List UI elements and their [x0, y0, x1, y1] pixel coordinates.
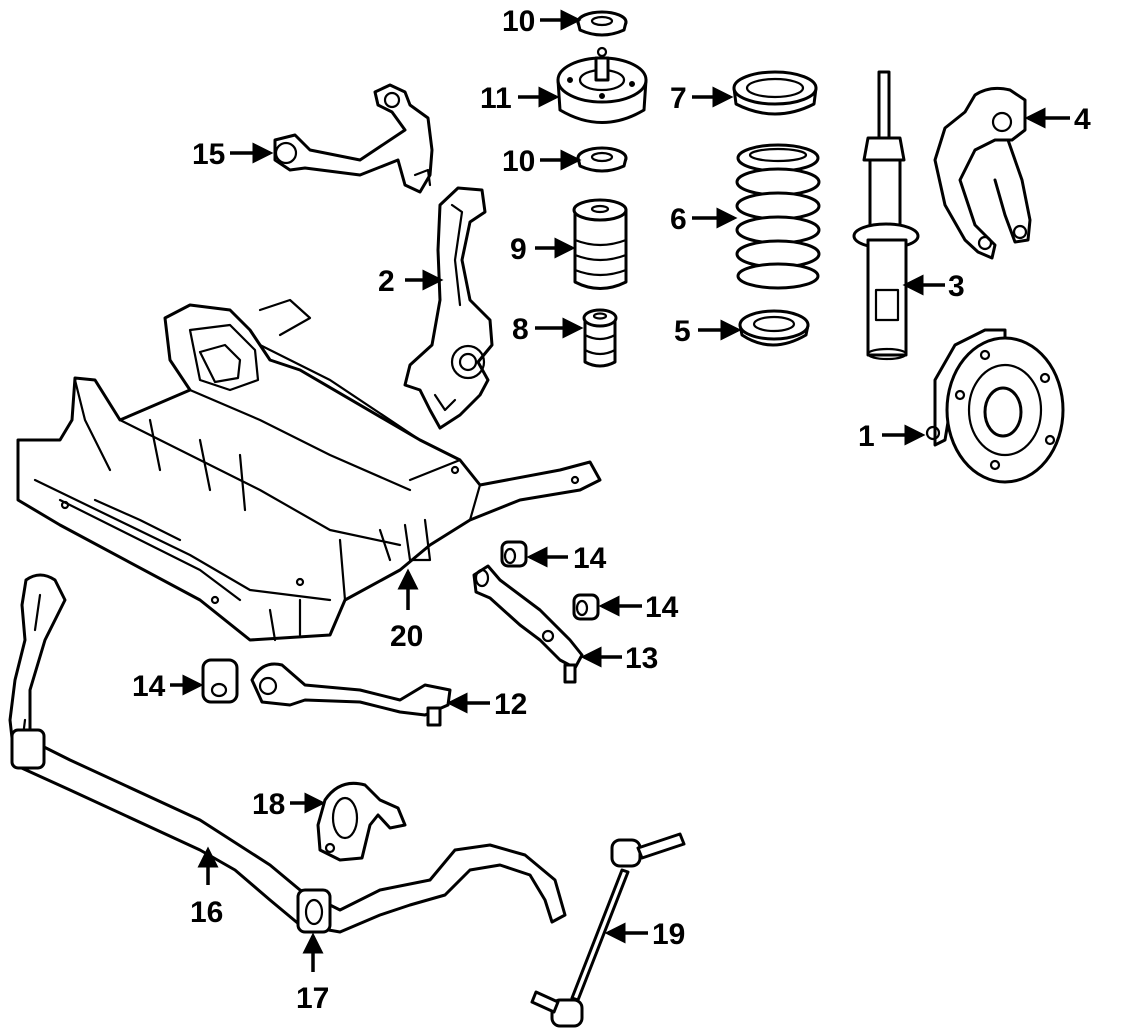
callout-6: 6 [670, 203, 687, 236]
callout-14-upper: 14 [573, 542, 607, 575]
callout-17: 17 [296, 982, 329, 1015]
callout-3: 3 [948, 270, 965, 303]
strut-mount-upper-bushing [576, 10, 628, 37]
callout-11: 11 [480, 82, 512, 115]
upper-control-arm [273, 83, 434, 194]
callout-20: 20 [390, 620, 423, 653]
callout-5: 5 [674, 315, 691, 348]
callout-10-lower: 10 [502, 145, 535, 178]
strut-mount [556, 46, 648, 124]
bushing-upper [500, 540, 528, 568]
callout-7: 7 [670, 82, 687, 115]
callout-1: 1 [858, 420, 875, 453]
bushing-left [201, 658, 239, 704]
callout-labels: 10 11 10 9 8 7 6 5 3 4 1 2 15 14 14 14 1… [132, 5, 1091, 1015]
bump-stop [582, 308, 618, 368]
stabilizer-clamp [316, 781, 407, 862]
callout-19: 19 [652, 918, 685, 951]
callout-12: 12 [494, 688, 527, 721]
lower-spring-seat [738, 309, 810, 347]
callout-9: 9 [510, 233, 527, 266]
strut-mount-lower-bushing [576, 146, 628, 173]
leader-lines [170, 9, 1070, 972]
callout-2: 2 [378, 265, 395, 298]
callout-8: 8 [512, 313, 529, 346]
bushing-middle [572, 593, 600, 621]
lower-control-arm-front [472, 564, 584, 684]
wheel-hub-bearing [925, 328, 1065, 484]
stabilizer-bar [8, 573, 567, 934]
dust-boot [572, 198, 628, 290]
upper-spring-seat [732, 70, 818, 116]
stabilizer-bushing [296, 888, 332, 934]
upper-knuckle-carrier [933, 86, 1032, 260]
subframe-crossmember [16, 298, 602, 642]
lower-control-arm-rear [250, 662, 452, 727]
callout-16: 16 [190, 896, 223, 929]
callout-10-top: 10 [502, 5, 535, 38]
stabilizer-link [530, 832, 686, 1028]
callout-14-left: 14 [132, 670, 166, 703]
steering-knuckle [403, 186, 494, 430]
strut-assembly [852, 70, 920, 361]
callout-15: 15 [192, 138, 225, 171]
callout-4: 4 [1074, 103, 1091, 136]
callout-18: 18 [252, 788, 285, 821]
coil-spring [735, 143, 821, 290]
callout-13: 13 [625, 642, 658, 675]
callout-14-middle: 14 [645, 591, 679, 624]
